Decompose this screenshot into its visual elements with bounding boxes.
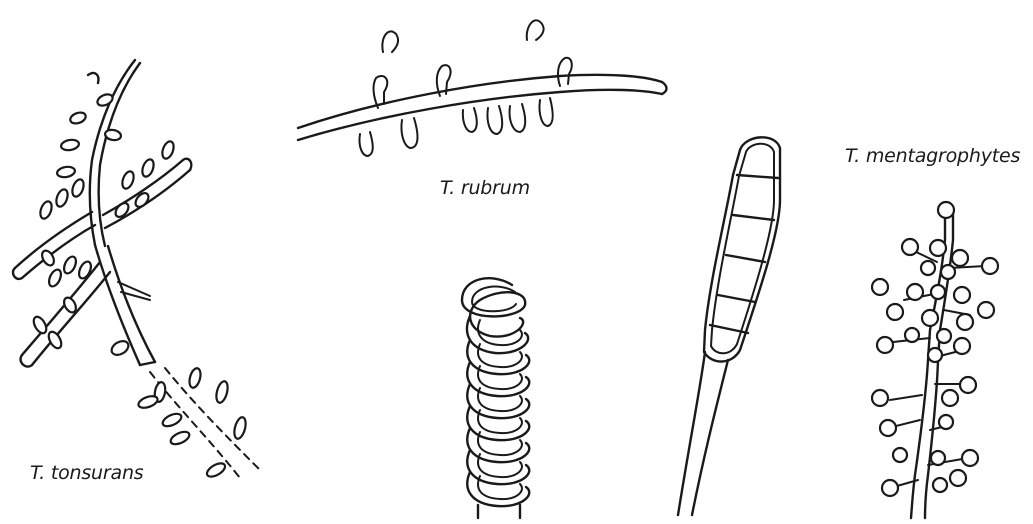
macroconidium (678, 137, 780, 515)
spiral-hypha (462, 278, 529, 518)
tonsurans-microconidia (31, 92, 248, 479)
label-t-tonsurans: T. tonsurans (30, 462, 143, 484)
label-t-rubrum: T. rubrum (440, 177, 530, 199)
rubrum-hypha (298, 75, 667, 140)
label-t-mentagrophytes: T. mentagrophytes (845, 145, 1020, 167)
mentagrophytes-hyphae (888, 215, 985, 518)
mentagrophytes-microconidia (872, 202, 998, 496)
tonsurans-hyphae (13, 60, 262, 478)
